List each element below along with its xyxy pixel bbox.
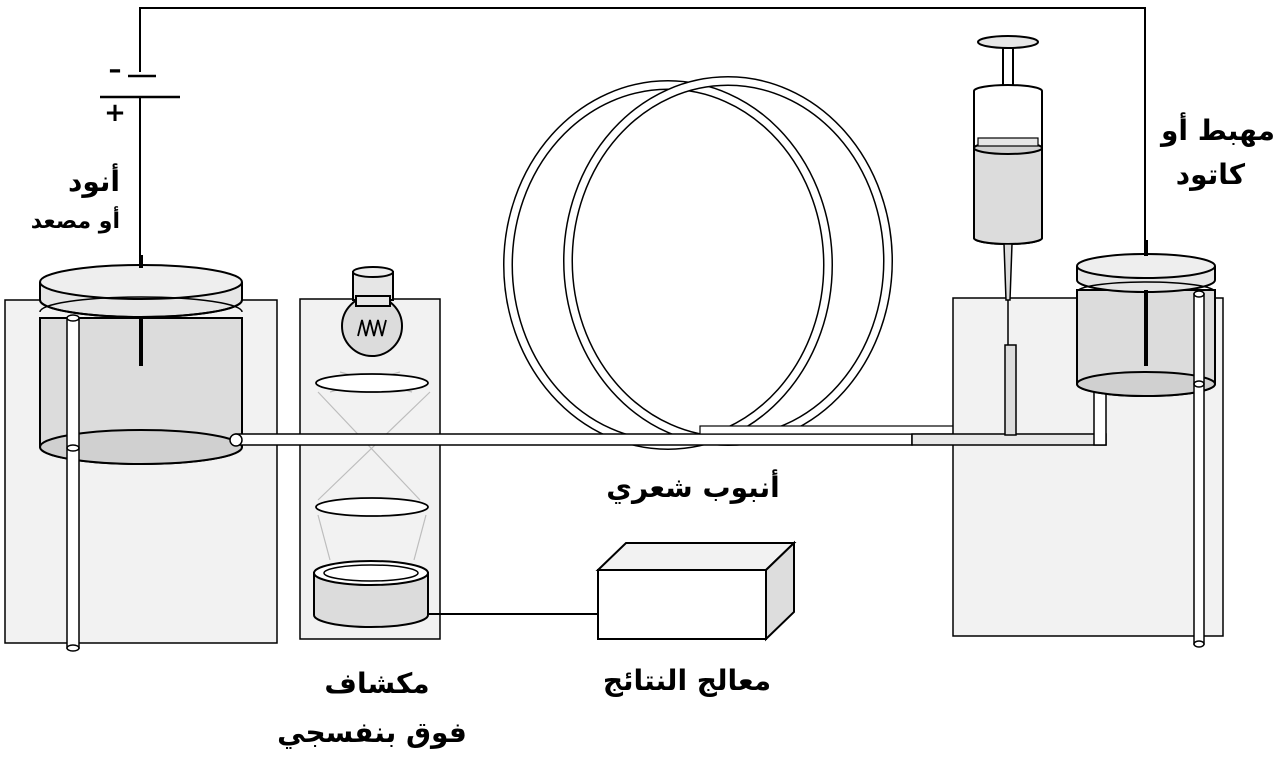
detector-label-line2: فوق بنفسجي	[277, 716, 467, 749]
syringe-icon	[973, 35, 1043, 345]
focusing-lenses	[315, 373, 429, 517]
cathode-label-line2: كاتود	[1176, 158, 1246, 191]
anode-buffer-vial	[39, 255, 243, 652]
processor-label: معالج النتائج	[603, 664, 771, 697]
minus-sign: –	[109, 55, 122, 85]
cathode-tubing	[911, 344, 1107, 446]
anode-label: أنود	[68, 163, 120, 198]
photodetector	[313, 560, 429, 628]
cathode-label-line1: مهبط أو	[1159, 112, 1275, 147]
cathode-buffer-vial	[1076, 240, 1216, 648]
battery-icon	[100, 74, 180, 99]
capillary-coil	[503, 76, 893, 450]
lamp-icon	[341, 266, 403, 357]
capillary-label: أنبوب شعري	[606, 469, 779, 504]
plus-sign: +	[104, 98, 126, 128]
detector-label-line1: مكشاف	[324, 667, 429, 700]
anode-alt-label: أو مصعد	[31, 205, 120, 234]
data-processor-box	[595, 540, 797, 642]
